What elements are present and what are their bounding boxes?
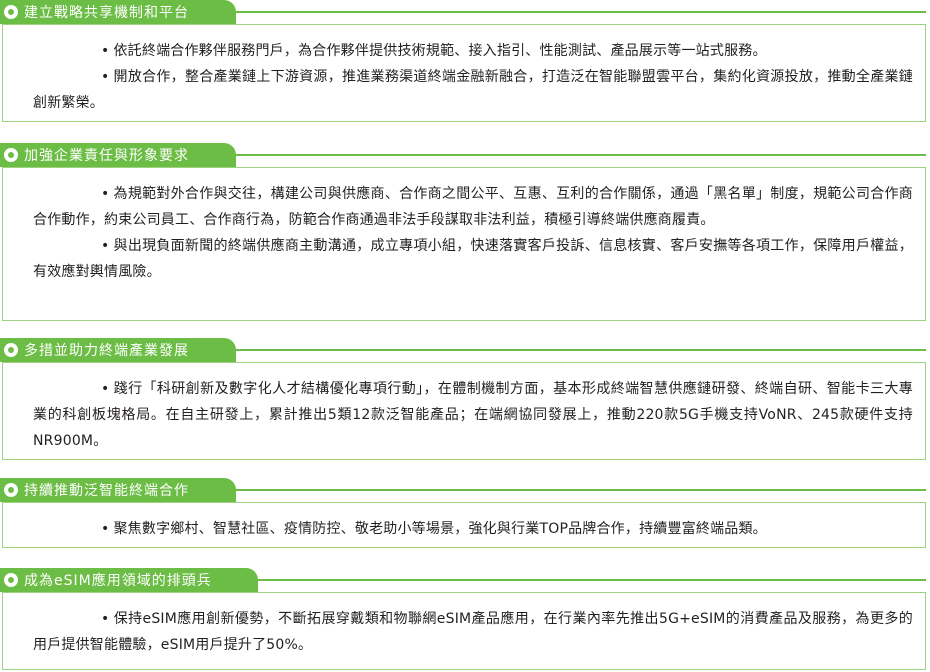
- paragraph: •踐行「科研創新及數字化人才結構優化專項行動」，在體制機制方面，基本形成終端智慧…: [33, 376, 913, 454]
- paragraph: •與出現負面新聞的終端供應商主動溝通，成立專項小組，快速落實客戶投訴、信息核實、…: [33, 233, 913, 285]
- section-content: •保持eSIM應用創新優勢，不斷拓展穿戴類和物聯網eSIM產品應用，在行業內率先…: [2, 592, 926, 670]
- section-tab: 持續推動泛智能終端合作: [0, 478, 236, 502]
- paragraph: •開放合作，整合產業鏈上下游資源，推進業務渠道終端金融新融合，打造泛在智能聯盟雲…: [33, 64, 913, 116]
- section-tab: 加強企業責任與形象要求: [0, 143, 236, 167]
- section-title: 多措並助力終端產業發展: [24, 343, 189, 359]
- section-title: 加強企業責任與形象要求: [24, 148, 189, 164]
- section-divider: [230, 11, 926, 13]
- circle-dot-icon: [4, 148, 18, 162]
- section-title: 成為eSIM應用領域的排頭兵: [24, 573, 212, 589]
- section-esim-leader: 成為eSIM應用領域的排頭兵 •保持eSIM應用創新優勢，不斷拓展穿戴類和物聯網…: [0, 568, 930, 670]
- paragraph: •聚焦數字鄉村、智慧社區、疫情防控、敬老助小等場景，強化與行業TOP品牌合作，持…: [33, 516, 913, 542]
- circle-dot-icon: [4, 483, 18, 497]
- bullet-icon: •: [101, 186, 110, 202]
- section-tab: 成為eSIM應用領域的排頭兵: [0, 568, 258, 592]
- section-title: 建立戰略共享機制和平台: [24, 5, 189, 21]
- section-divider: [230, 154, 926, 156]
- section-tab: 多措並助力終端產業發展: [0, 338, 236, 362]
- bullet-icon: •: [101, 521, 110, 537]
- section-industry-development: 多措並助力終端產業發展 •踐行「科研創新及數字化人才結構優化專項行動」，在體制機…: [0, 338, 930, 460]
- section-content: •聚焦數字鄉村、智慧社區、疫情防控、敬老助小等場景，強化與行業TOP品牌合作，持…: [2, 502, 926, 548]
- section-smart-terminal-cooperation: 持續推動泛智能終端合作 •聚焦數字鄉村、智慧社區、疫情防控、敬老助小等場景，強化…: [0, 478, 930, 548]
- bullet-icon: •: [101, 611, 110, 627]
- section-title: 持續推動泛智能終端合作: [24, 483, 189, 499]
- section-corporate-responsibility: 加強企業責任與形象要求 •為規範對外合作與交往，構建公司與供應商、合作商之間公平…: [0, 143, 930, 321]
- section-divider: [252, 579, 926, 581]
- section-strategic-sharing: 建立戰略共享機制和平台 •依託終端合作夥伴服務門戶，為合作夥伴提供技術規範、接入…: [0, 0, 930, 126]
- bullet-icon: •: [101, 238, 110, 254]
- paragraph: •保持eSIM應用創新優勢，不斷拓展穿戴類和物聯網eSIM產品應用，在行業內率先…: [33, 606, 913, 658]
- paragraph: •為規範對外合作與交往，構建公司與供應商、合作商之間公平、互惠、互利的合作關係，…: [33, 181, 913, 233]
- bullet-icon: •: [101, 69, 110, 85]
- paragraph: •依託終端合作夥伴服務門戶，為合作夥伴提供技術規範、接入指引、性能測試、產品展示…: [33, 38, 913, 64]
- section-content: •依託終端合作夥伴服務門戶，為合作夥伴提供技術規範、接入指引、性能測試、產品展示…: [2, 24, 926, 122]
- section-divider: [230, 489, 926, 491]
- section-content: •踐行「科研創新及數字化人才結構優化專項行動」，在體制機制方面，基本形成終端智慧…: [2, 362, 926, 460]
- section-divider: [230, 349, 926, 351]
- circle-dot-icon: [4, 5, 18, 19]
- bullet-icon: •: [101, 43, 110, 59]
- section-content: •為規範對外合作與交往，構建公司與供應商、合作商之間公平、互惠、互利的合作關係，…: [2, 167, 926, 321]
- section-tab: 建立戰略共享機制和平台: [0, 0, 236, 24]
- circle-dot-icon: [4, 573, 18, 587]
- bullet-icon: •: [101, 381, 110, 397]
- circle-dot-icon: [4, 343, 18, 357]
